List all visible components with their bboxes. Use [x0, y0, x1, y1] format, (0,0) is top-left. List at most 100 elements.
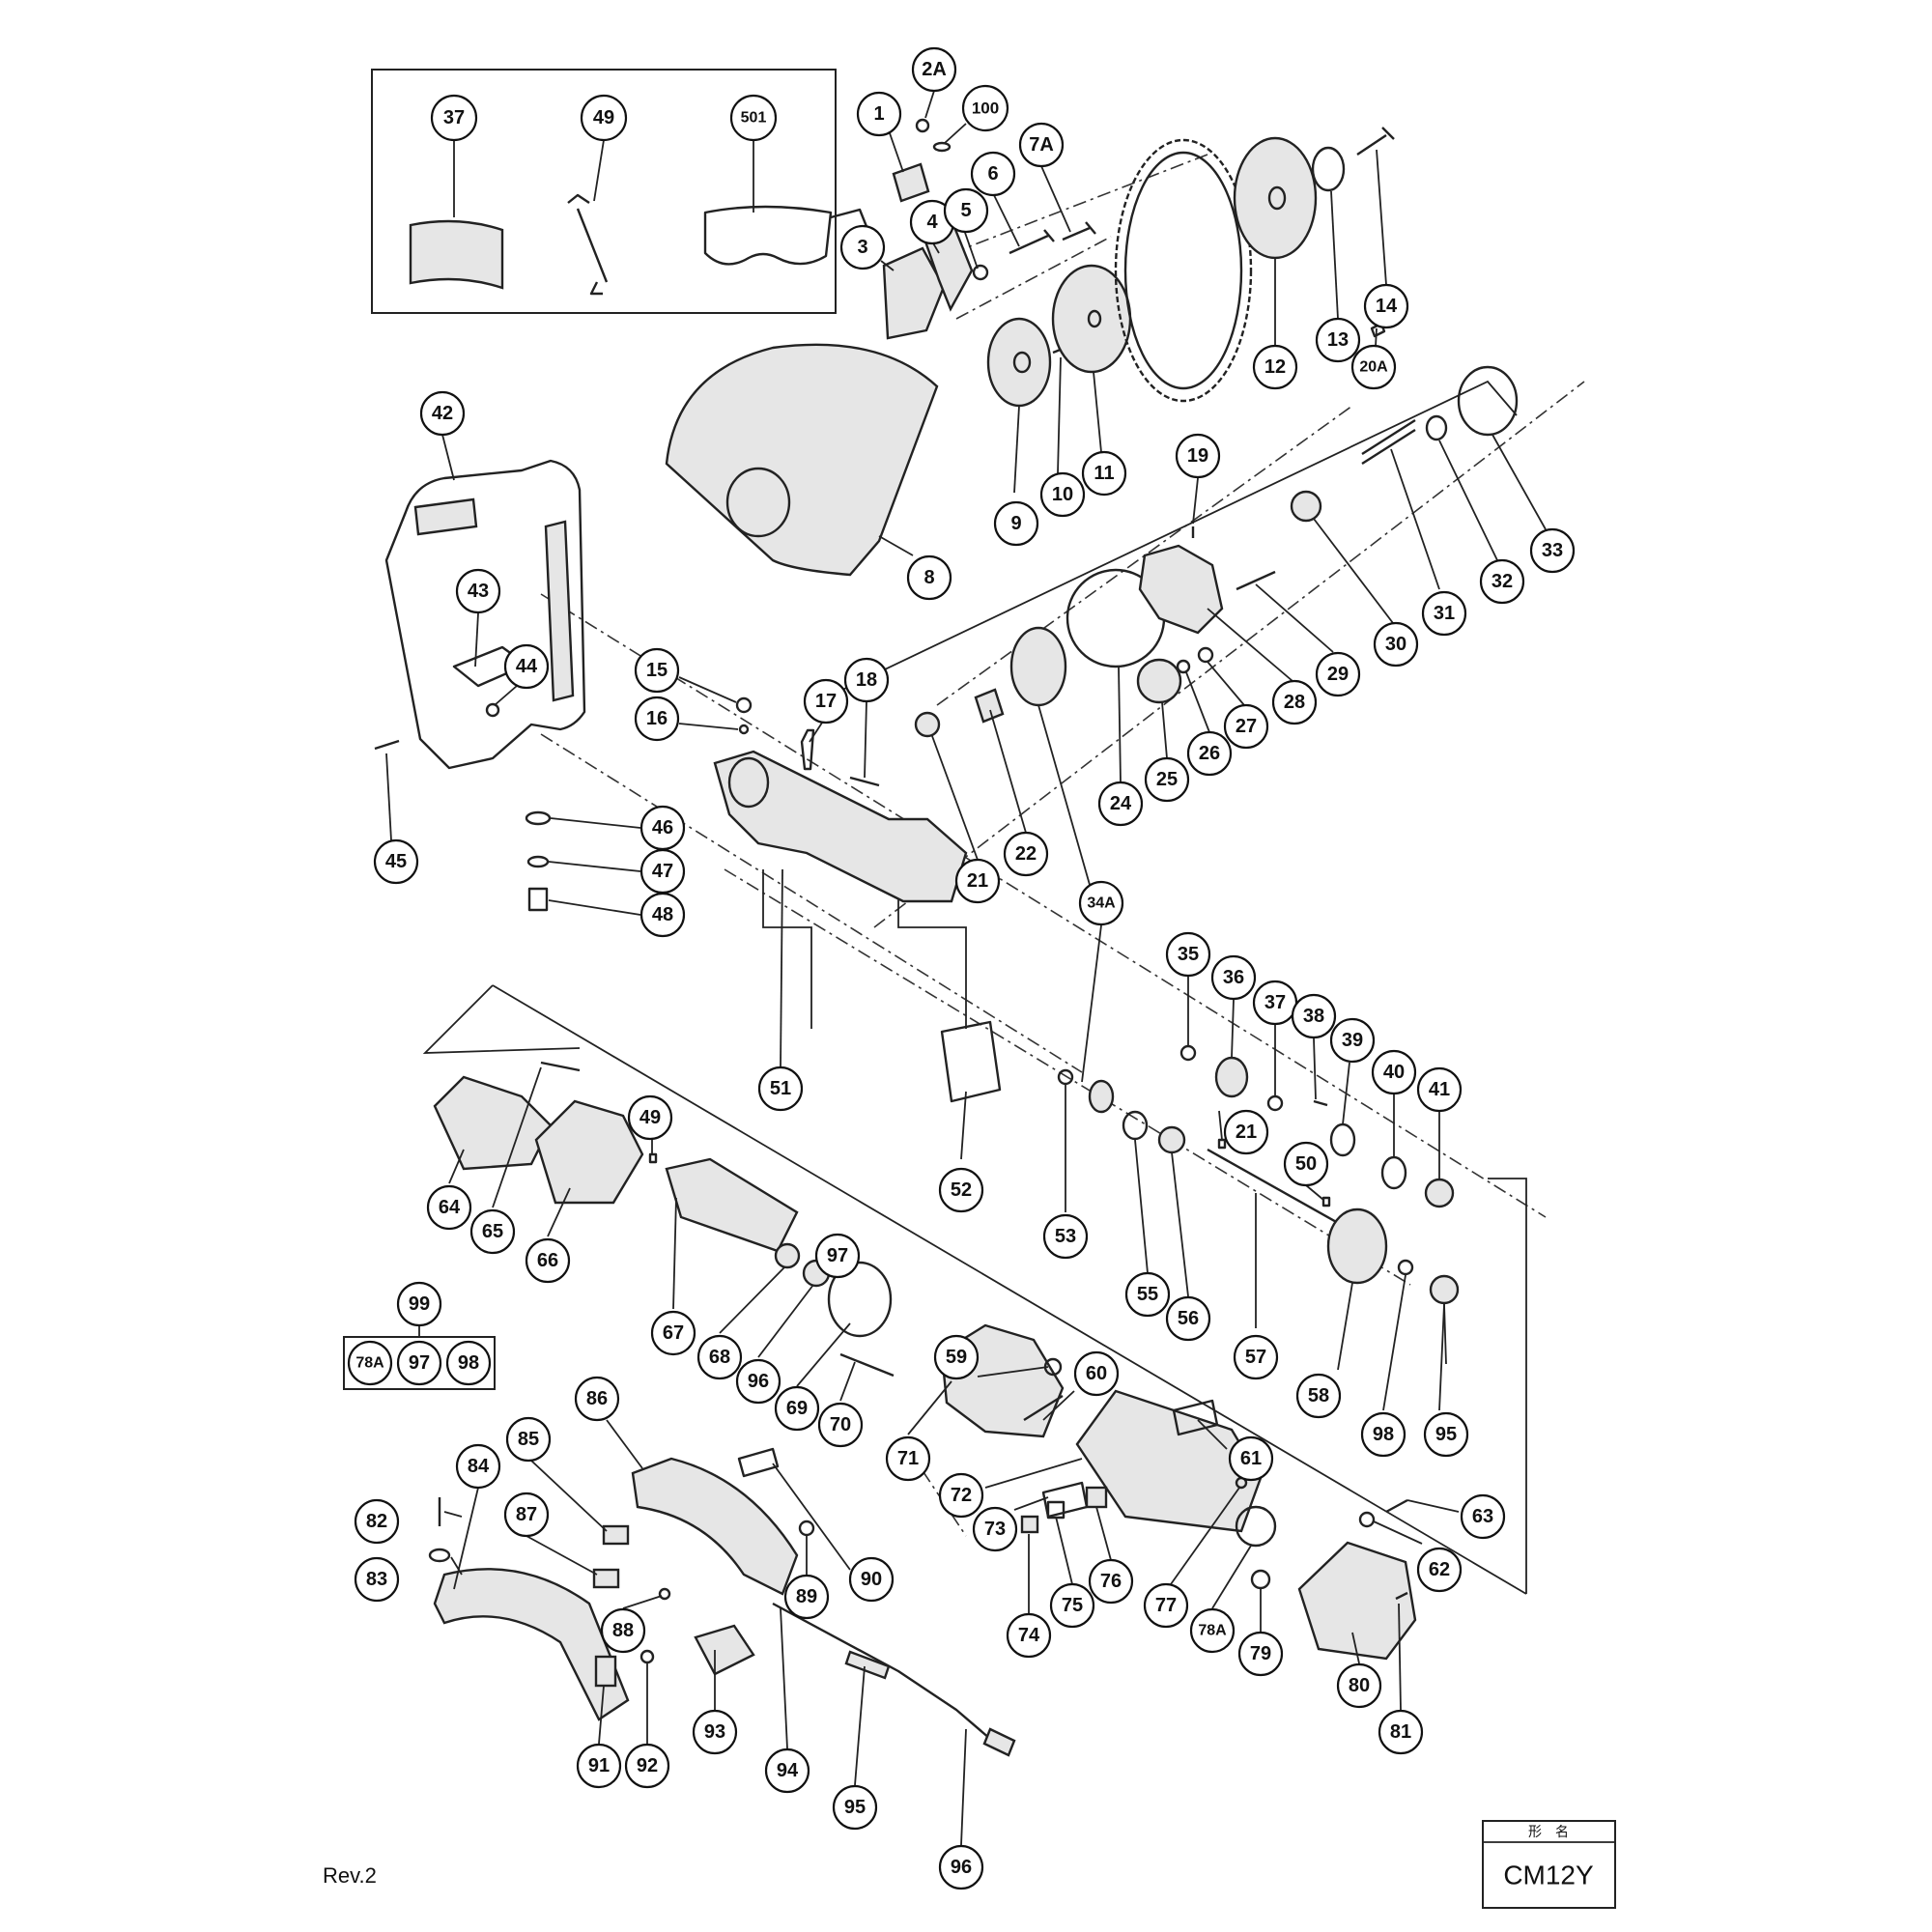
svg-text:50: 50: [1295, 1153, 1317, 1175]
callout-20A: 20A: [1350, 344, 1397, 390]
svg-text:40: 40: [1383, 1062, 1405, 1083]
svg-text:24: 24: [1110, 793, 1132, 814]
handle-lower-part: [433, 1568, 630, 1721]
svg-text:97: 97: [827, 1245, 848, 1266]
kit-item-98: 98: [445, 1340, 492, 1386]
svg-text:43: 43: [468, 581, 489, 602]
callout-31: 31: [1421, 590, 1467, 637]
svg-text:13: 13: [1327, 329, 1349, 351]
callout-36: 36: [1210, 954, 1257, 1001]
svg-text:36: 36: [1223, 967, 1244, 988]
svg-text:42: 42: [432, 403, 453, 424]
svg-text:93: 93: [704, 1721, 725, 1743]
model-number: CM12Y: [1503, 1861, 1594, 1890]
svg-text:72: 72: [951, 1485, 972, 1506]
callout-71: 71: [885, 1435, 931, 1482]
callout-12: 12: [1252, 344, 1298, 390]
callout-37: 37: [1252, 980, 1298, 1026]
callout-89: 89: [783, 1574, 830, 1620]
callout-21: 21: [954, 858, 1001, 904]
svg-text:83: 83: [366, 1569, 387, 1590]
callout-5: 5: [943, 187, 989, 234]
kit-item-97: 97: [396, 1340, 442, 1386]
svg-text:37: 37: [1264, 992, 1286, 1013]
callout-91: 91: [576, 1743, 622, 1789]
svg-text:21: 21: [1236, 1122, 1257, 1143]
svg-text:10: 10: [1052, 484, 1073, 505]
callout-15: 15: [634, 647, 680, 694]
svg-text:94: 94: [777, 1760, 799, 1781]
svg-text:73: 73: [984, 1519, 1006, 1540]
callout-100: 100: [961, 84, 1009, 132]
callout-88: 88: [600, 1607, 646, 1654]
svg-text:85: 85: [518, 1429, 539, 1450]
callout-59: 59: [933, 1334, 980, 1380]
callout-42: 42: [419, 390, 466, 437]
wrench-part: [567, 193, 609, 296]
svg-text:74: 74: [1018, 1625, 1040, 1646]
svg-text:95: 95: [844, 1797, 866, 1818]
svg-text:44: 44: [516, 656, 538, 677]
callout-85: 85: [505, 1416, 552, 1463]
callout-53: 53: [1042, 1213, 1089, 1260]
svg-text:39: 39: [1342, 1030, 1363, 1051]
svg-text:63: 63: [1472, 1506, 1493, 1527]
callout-74: 74: [1006, 1612, 1052, 1659]
callout-79: 79: [1237, 1631, 1284, 1677]
part-drawings: [374, 118, 1519, 1757]
svg-text:29: 29: [1327, 664, 1349, 685]
svg-text:20A: 20A: [1359, 359, 1388, 376]
callout-46: 46: [639, 805, 686, 851]
callout-44: 44: [503, 643, 550, 690]
callout-22: 22: [1003, 831, 1049, 877]
callout-32: 32: [1479, 558, 1525, 605]
callout-80: 80: [1336, 1662, 1382, 1709]
callout-48: 48: [639, 892, 686, 938]
svg-text:11: 11: [1094, 463, 1114, 484]
svg-text:87: 87: [516, 1504, 537, 1525]
svg-text:65: 65: [482, 1221, 503, 1242]
callout-3: 3: [839, 224, 886, 270]
callout-19: 19: [1175, 433, 1221, 479]
svg-text:33: 33: [1542, 540, 1563, 561]
svg-text:89: 89: [796, 1586, 817, 1607]
svg-text:6: 6: [987, 163, 998, 185]
callout-bubbles: 37 49 501 1 2A 100 3 4 5 6 7A 8 9 10 11 …: [347, 46, 1576, 1890]
callout-56: 56: [1165, 1295, 1211, 1342]
svg-text:45: 45: [385, 851, 407, 872]
svg-text:76: 76: [1100, 1571, 1122, 1592]
callout-16: 16: [634, 696, 680, 742]
accessory-box: [371, 69, 837, 314]
svg-text:99: 99: [409, 1293, 430, 1315]
callout-34A: 34A: [1078, 880, 1124, 926]
svg-text:9: 9: [1010, 513, 1021, 534]
callout-21-lower: 95: [1423, 1411, 1469, 1458]
wheel-guard-part: [665, 343, 939, 577]
callout-57: 57: [1233, 1334, 1279, 1380]
svg-text:60: 60: [1086, 1363, 1107, 1384]
callout-61: 61: [1228, 1435, 1274, 1482]
callout-33: 33: [1529, 527, 1576, 574]
svg-text:98: 98: [1373, 1424, 1394, 1445]
svg-text:4: 4: [926, 212, 938, 233]
svg-text:58: 58: [1308, 1385, 1329, 1406]
svg-text:92: 92: [637, 1755, 658, 1776]
svg-text:100: 100: [972, 99, 999, 118]
svg-text:67: 67: [663, 1322, 684, 1344]
callout-63: 63: [1460, 1493, 1506, 1540]
callout-49-right: 21: [1223, 1109, 1269, 1155]
svg-text:75: 75: [1062, 1595, 1083, 1616]
callout-76: 76: [1088, 1558, 1134, 1605]
svg-text:66: 66: [537, 1250, 558, 1271]
callout-40: 40: [1371, 1049, 1417, 1095]
callout-51: 51: [757, 1065, 804, 1112]
svg-text:2A: 2A: [922, 59, 947, 80]
callout-58: 58: [1295, 1373, 1342, 1419]
callout-98: 97: [814, 1233, 861, 1279]
svg-text:35: 35: [1178, 944, 1199, 965]
callout-502: 49: [580, 94, 628, 142]
svg-text:70: 70: [830, 1414, 851, 1435]
callout-9: 9: [993, 500, 1039, 547]
svg-text:21: 21: [967, 870, 988, 892]
svg-text:46: 46: [652, 817, 673, 838]
